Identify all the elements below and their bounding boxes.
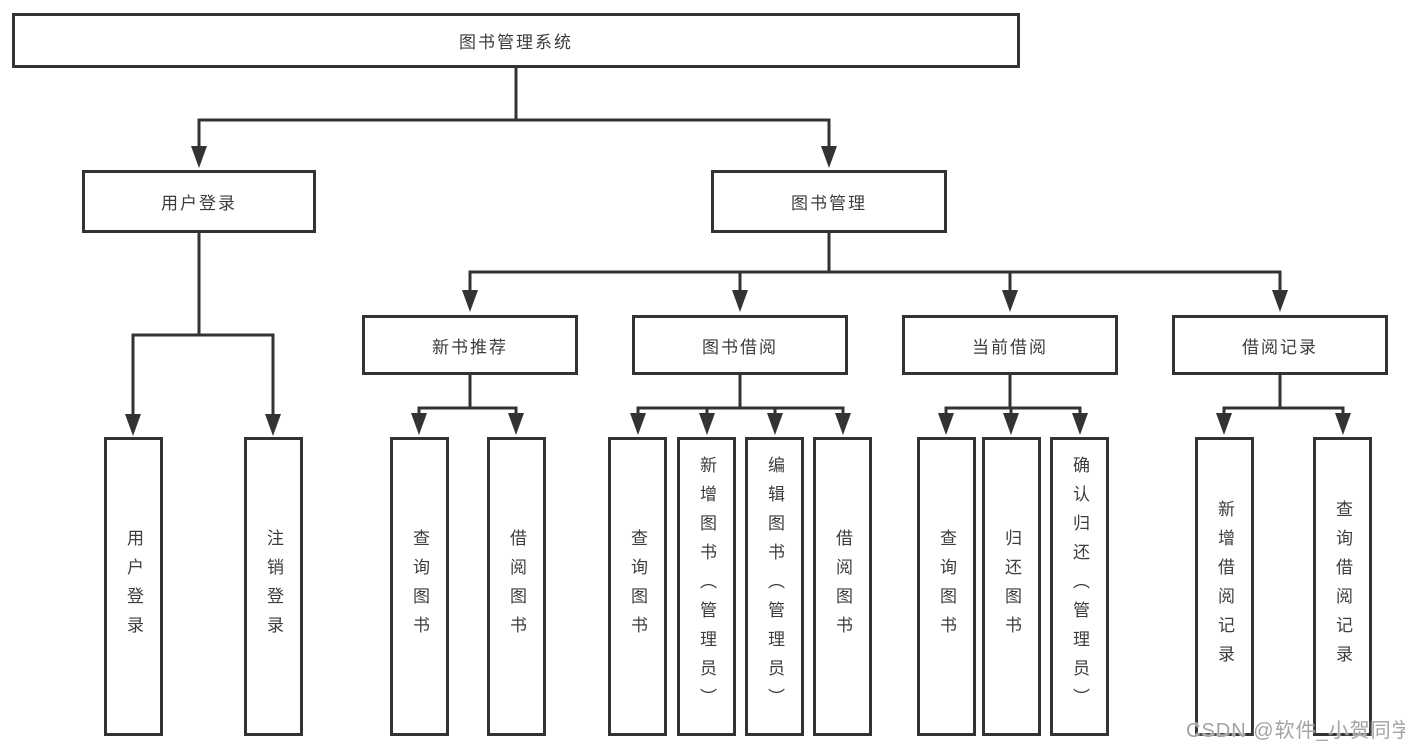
leaf-query-book-2: 查询图书	[608, 437, 667, 736]
leaf-confirm-return-admin: 确认归还（管理员）	[1050, 437, 1109, 736]
connector-new-book	[417, 375, 518, 416]
node-user-login: 用户登录	[82, 170, 316, 233]
watermark: CSDN @软件_小贺同学	[1186, 720, 1405, 742]
connector-user-login	[131, 233, 275, 416]
node-new-book-recommend: 新书推荐	[362, 315, 578, 375]
leaf-return-book: 归还图书	[982, 437, 1041, 736]
connector-current-borrow	[944, 375, 1082, 416]
node-borrow-record: 借阅记录	[1172, 315, 1388, 375]
leaf-user-login: 用户登录	[104, 437, 163, 736]
leaf-add-book-admin: 新增图书（管理员）	[677, 437, 736, 736]
arrowheads-user-login	[125, 414, 281, 436]
connector-root-to-level2	[197, 68, 831, 150]
leaf-edit-book-admin: 编辑图书（管理员）	[745, 437, 804, 736]
node-book-borrow: 图书借阅	[632, 315, 848, 375]
connector-book-management	[468, 233, 1282, 292]
node-book-management: 图书管理	[711, 170, 947, 233]
leaf-query-borrow-record: 查询借阅记录	[1313, 437, 1372, 736]
arrowheads-level3	[462, 290, 1288, 312]
connector-borrow-record	[1222, 375, 1345, 416]
node-root: 图书管理系统	[12, 13, 1020, 68]
leaf-borrow-book-2: 借阅图书	[813, 437, 872, 736]
arrowheads-level2	[191, 146, 837, 168]
node-current-borrow: 当前借阅	[902, 315, 1118, 375]
leaf-borrow-book-1: 借阅图书	[487, 437, 546, 736]
connector-book-borrow	[636, 375, 845, 416]
leaf-query-book-3: 查询图书	[917, 437, 976, 736]
leaf-add-borrow-record: 新增借阅记录	[1195, 437, 1254, 736]
leaf-logout: 注销登录	[244, 437, 303, 736]
arrowheads-leaves	[411, 413, 1351, 435]
leaf-query-book-1: 查询图书	[390, 437, 449, 736]
